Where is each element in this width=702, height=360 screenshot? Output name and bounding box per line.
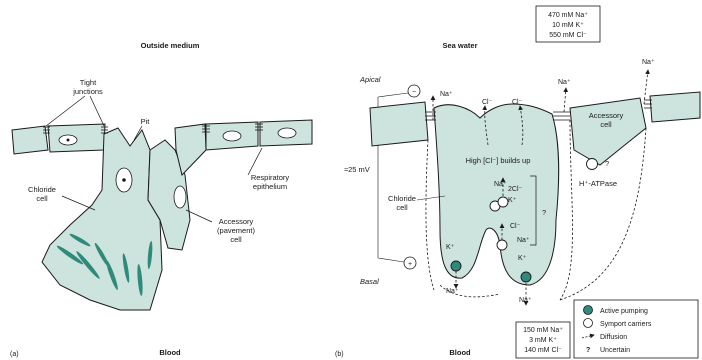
chloride-cell-b [434,104,559,285]
pavement-cell-left [12,126,48,154]
active-pump-right [521,272,531,282]
chloride-cell-a [42,128,162,310]
active-pump-left [451,261,461,271]
blood-cl: 140 mM Cl⁻ [524,347,562,354]
ion-k-left: K⁺ [446,244,455,251]
panel-b-heading-blood: Blood [449,348,471,357]
accessory-cell-b [570,98,646,165]
h-atpase-label: H⁺-ATPase [579,179,617,188]
seawater-cl: 550 mM Cl⁻ [549,32,587,39]
ion-na-apical-right: Na⁺ [642,59,655,66]
label-tight: Tight [80,78,97,87]
legend-active-swatch [584,306,593,315]
label-chloride-cell: cell [36,194,48,203]
panel-a-heading-outside: Outside medium [141,41,200,50]
panel-b-heading-seawater: Sea water [442,41,477,50]
ion-k-right: K⁺ [518,255,527,262]
panel-a-letter: (a) [10,351,19,358]
respiratory-cell-1 [175,124,206,175]
accessory-cell-b-label: Accessory [589,111,624,120]
legend-uncertain-mark: ? [586,347,590,354]
label-accessory: Accessory [219,217,254,226]
legend-symport-swatch [584,319,593,328]
ion-sym-na: Na⁺ [494,181,507,188]
ion-cl-apical-1: Cl⁻ [482,99,493,106]
legend-diffusion: Diffusion [600,334,627,341]
panel-b-letter: (b) [335,351,344,358]
seawater-na: 470 mM Na⁺ [548,12,588,19]
label-epithelium: epithelium [253,182,287,191]
label-pit: Pit [141,117,151,126]
voltage-label: ≈25 mV [344,165,370,174]
ion-sym2-na: Na⁺ [517,237,530,244]
ion-sym-k: K⁺ [508,197,517,204]
minus-label: − [412,89,416,96]
legend-uncertain: Uncertain [600,347,630,354]
h-atpase-carrier [587,159,598,170]
accessory-nucleus [174,186,186,208]
blood-na: 150 mM Na⁺ [523,327,563,334]
high-cl-label: High [Cl⁻] builds up [466,156,531,165]
ion-sym2-cl: Cl⁻ [510,223,521,230]
chloride-cell-b-label-2: cell [396,203,408,212]
ion-sym-2cl: 2Cl⁻ [508,186,523,193]
label-accessory-cell: cell [230,235,242,244]
label-respiratory: Respiratory [251,173,290,182]
question-accessory: ? [605,159,609,168]
pavement-cell-b-left [370,102,428,146]
chloride-cell-b-label: Chloride [388,194,416,203]
basal-label: Basal [360,277,379,286]
ion-cl-apical-2: Cl⁻ [512,99,523,106]
symport-carrier-2 [498,197,508,207]
label-pavement: (pavement) [217,226,255,235]
apical-label: Apical [359,75,381,84]
legend-symport: Symport carriers [600,321,652,328]
symport-carrier-3 [497,240,507,250]
question-chloride: ? [542,208,546,217]
nucleus [223,131,241,141]
nucleolus [122,178,126,182]
label-chloride: Chloride [28,185,56,194]
ion-na-apical-mid: Na⁺ [558,79,571,86]
ion-na-basal-left: Na⁺ [446,288,459,295]
ion-na-basal-mid: Na⁺ [519,297,532,304]
pavement-cell-b-right [650,92,700,122]
ion-na-apical-left: Na⁺ [440,91,453,98]
nucleus [278,128,296,138]
blood-k: 3 mM K⁺ [529,337,557,344]
seawater-k: 10 mM K⁺ [552,22,584,29]
plus-label: + [408,261,412,268]
panel-b: Sea water Blood (b) 470 mM Na⁺ 10 mM K⁺ … [335,6,700,358]
nucleolus [67,139,70,142]
panel-a-heading-blood: Blood [159,348,181,357]
label-junctions: junctions [72,87,103,96]
accessory-cell-b-label-2: cell [600,120,612,129]
panel-a: Outside medium Blood (a) [10,41,312,358]
legend-active: Active pumping [600,308,648,315]
